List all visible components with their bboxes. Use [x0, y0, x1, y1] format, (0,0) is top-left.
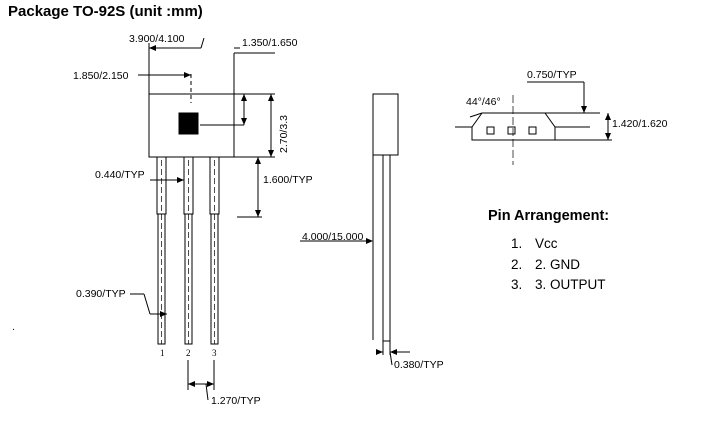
dim-lead-length: 4.000/15.000 — [302, 231, 363, 243]
dim-top-offset: 1.350/1.650 — [242, 37, 298, 49]
dim-chamfer-angle: 44°/46° — [466, 96, 501, 108]
dim-pin-width: 0.440/TYP — [95, 169, 145, 181]
dim-lead-thickness: 0.380/TYP — [394, 359, 444, 371]
pin-label-3: 3 — [212, 348, 217, 358]
list-item: 1.Vcc — [511, 236, 558, 251]
dim-body-height: 2.70/3.3 — [278, 115, 290, 153]
pin-arrangement-list: 1.Vcc 2.2. GND 3.3. OUTPUT — [511, 236, 606, 298]
dim-pin-thickness: 0.390/TYP — [76, 288, 126, 300]
dim-pin-spacing-outer: 1.850/2.150 — [73, 70, 129, 82]
pin-label-1: 1 — [160, 348, 165, 358]
dim-depth: 1.420/1.620 — [612, 118, 668, 130]
dim-body-width: 3.900/4.100 — [129, 33, 185, 45]
list-item: 3.3. OUTPUT — [511, 277, 606, 292]
dim-pitch: 1.270/TYP — [211, 395, 261, 407]
page-title: Package TO-92S (unit :mm) — [8, 3, 203, 20]
dim-edge-width: 0.750/TYP — [527, 69, 577, 81]
svg-text:.: . — [12, 321, 15, 333]
pin-arrangement-title: Pin Arrangement: — [488, 208, 610, 224]
pin-label-2: 2 — [186, 348, 191, 358]
marking-square — [178, 112, 199, 135]
dim-shoulder-height: 1.600/TYP — [263, 174, 313, 186]
list-item: 2.2. GND — [511, 256, 581, 272]
